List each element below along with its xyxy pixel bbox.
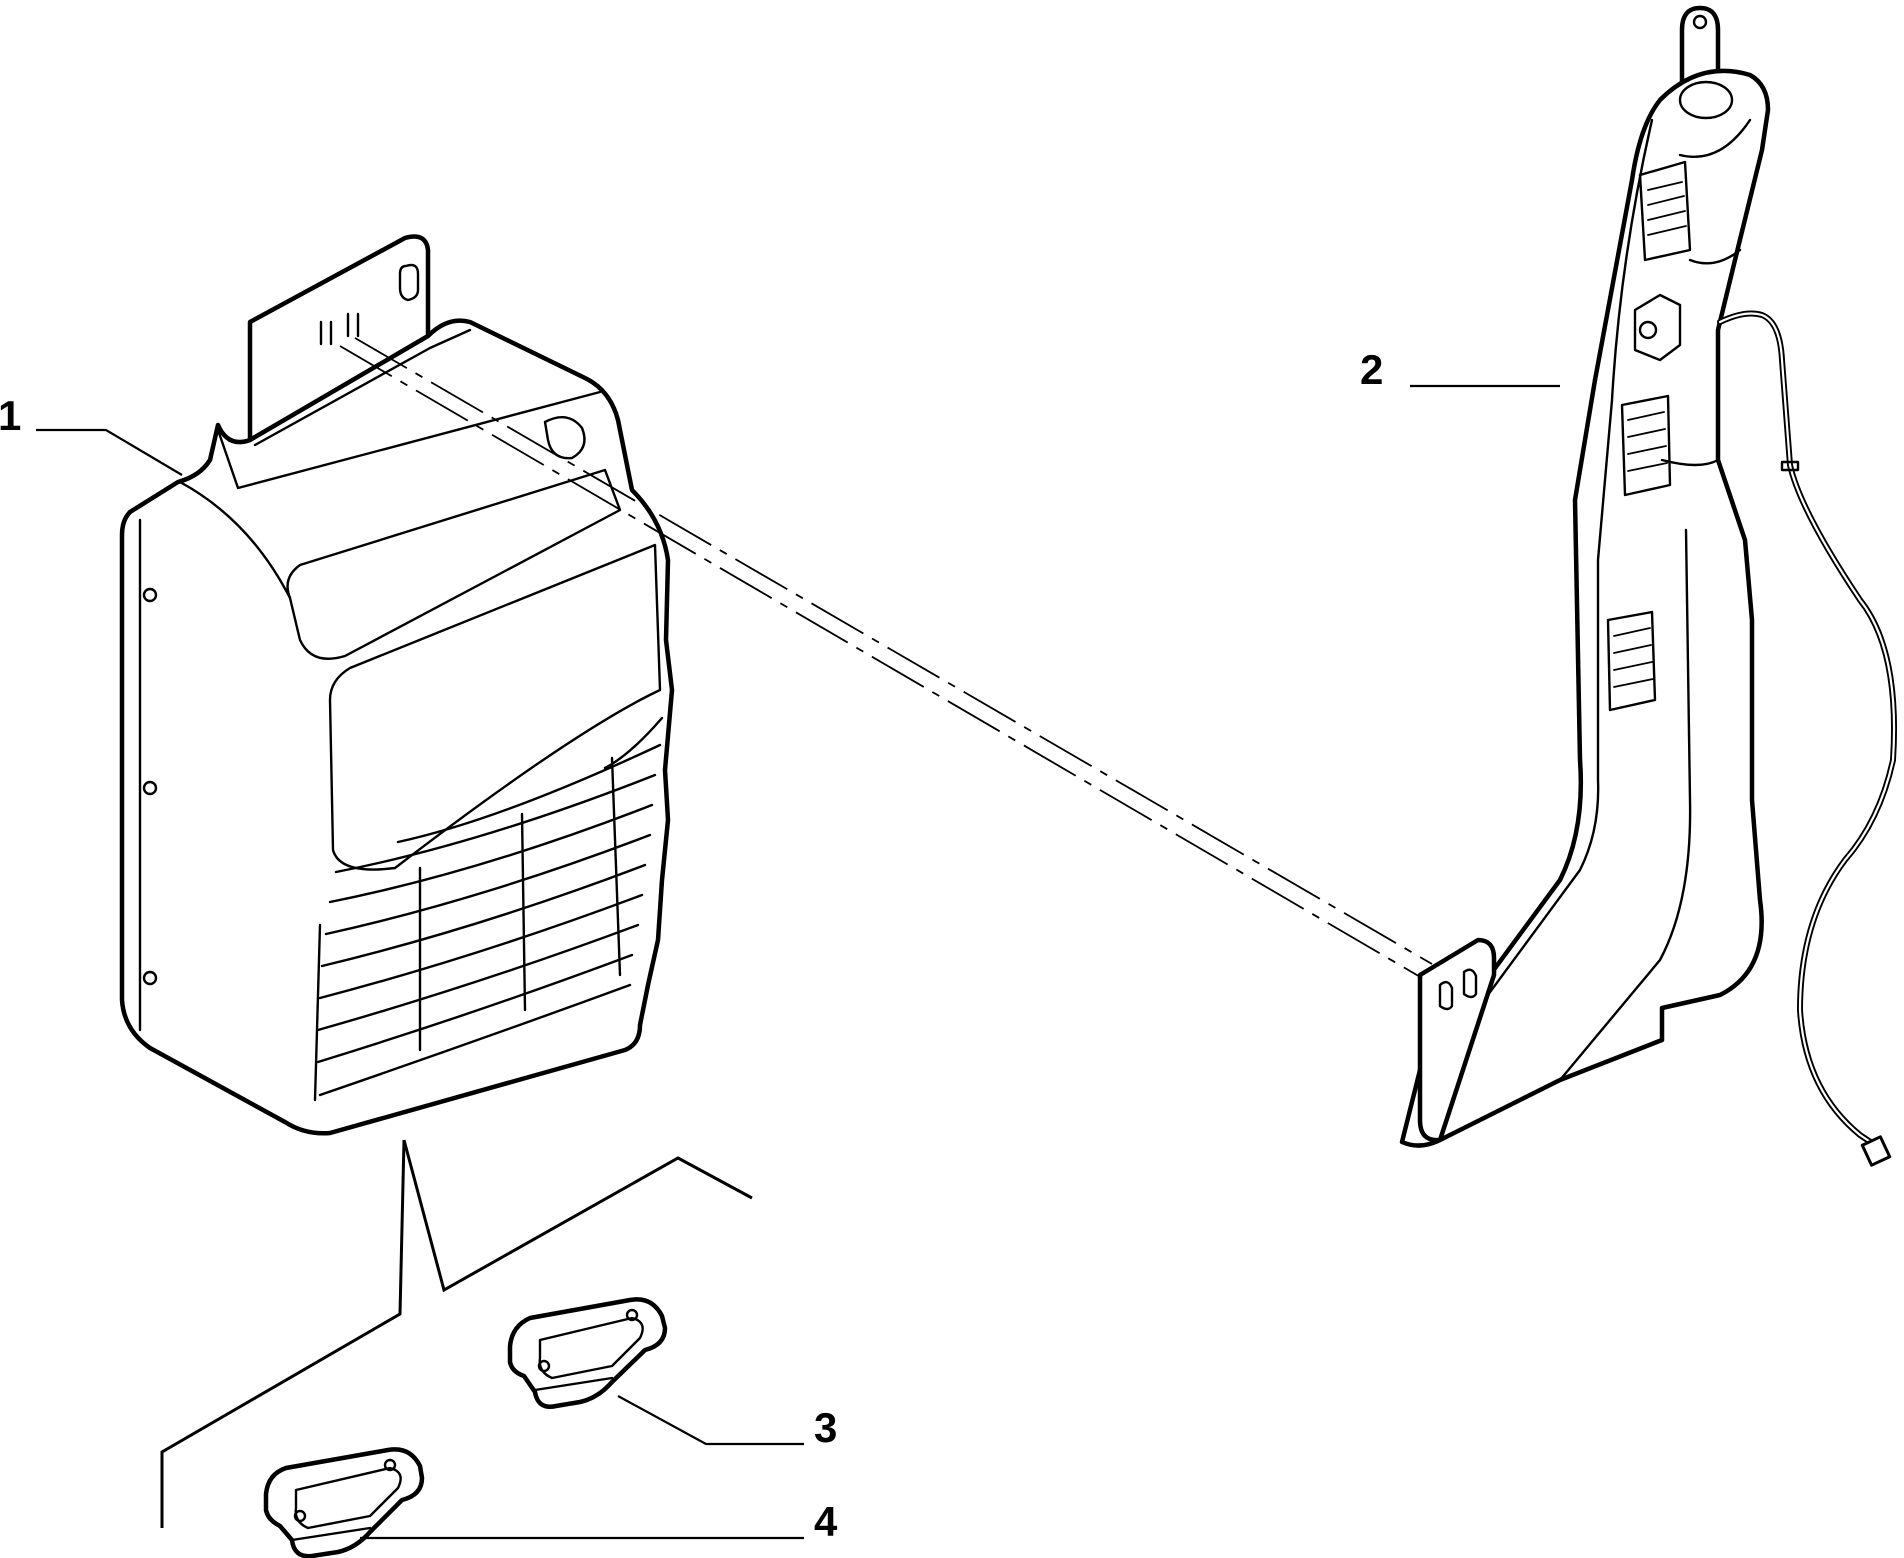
callout-2: 2 [1360, 346, 1383, 393]
part-1-lamp-housing[interactable] [119, 234, 675, 1136]
part-2-wire-harness [1717, 310, 1898, 1167]
part-1-front-edge [178, 480, 292, 600]
part-2-side-light-bar[interactable] [1399, 5, 1898, 1167]
part-1-mount-hole [142, 780, 158, 796]
part-1-tab-slot [346, 312, 360, 338]
part-2-grille [1620, 394, 1672, 497]
part-2-grille [1606, 610, 1657, 712]
part-1-housing-body [119, 318, 675, 1136]
part-1-top-step [253, 328, 472, 447]
part-1-upper-panel [286, 468, 622, 660]
part-1-top-surface [216, 390, 602, 490]
leader-line-3 [617, 1395, 804, 1446]
leader-lines [36, 384, 1560, 1540]
part-3-gasket[interactable] [507, 1297, 668, 1409]
callout-4: 4 [814, 1498, 838, 1545]
part-1-mount-hole [142, 587, 158, 603]
part-2-top-boss [1678, 80, 1734, 120]
part-1-lens-panel [328, 543, 662, 871]
part-2-bar-body [1399, 68, 1771, 1148]
part-1-tab-slot [398, 263, 420, 302]
part-1-mount-hole [142, 970, 158, 986]
part-2-grille [1638, 160, 1692, 262]
alignment-lines [339, 337, 1433, 979]
part-1-ribs [313, 716, 664, 1102]
part-2-connector-block [1633, 293, 1682, 362]
part-4-gasket[interactable] [263, 1447, 425, 1558]
leader-line-1 [36, 428, 183, 476]
part-2-top-tab [1679, 5, 1721, 85]
group-bracket-lines [160, 1139, 753, 1528]
part-1-tab-slot [319, 320, 333, 346]
part-2-wire-connector [1860, 1135, 1892, 1167]
callout-1: 1 [0, 392, 21, 439]
callout-3: 3 [814, 1404, 837, 1451]
